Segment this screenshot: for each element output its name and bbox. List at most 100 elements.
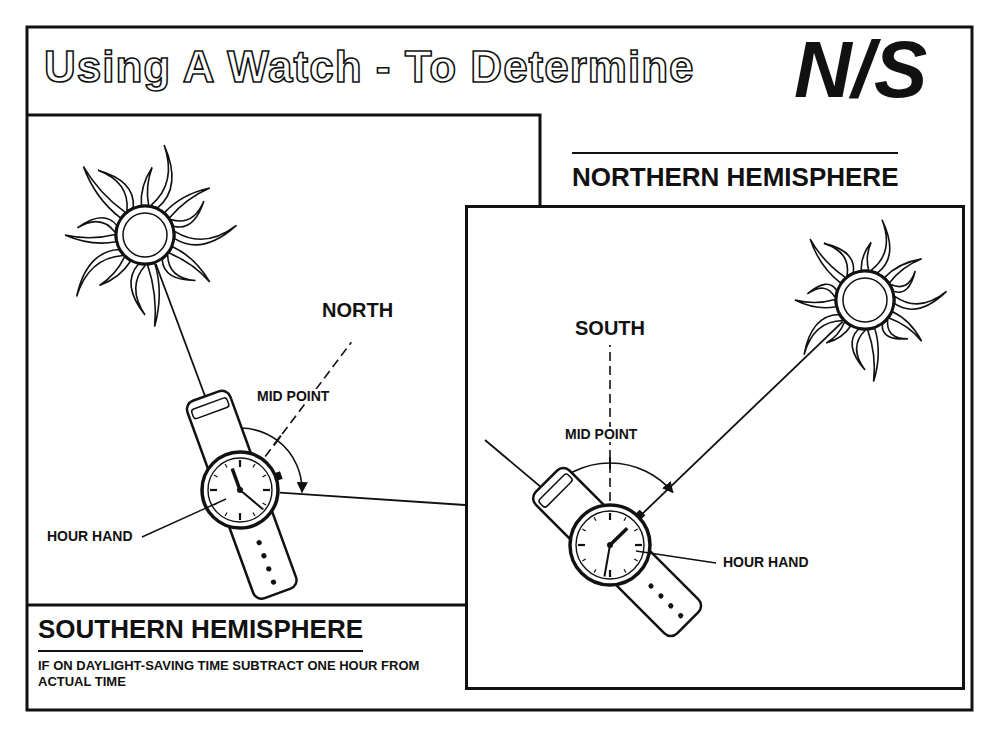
strap-hole bbox=[265, 566, 272, 573]
dial-tick bbox=[578, 544, 585, 546]
caption-box: SOUTHERN HEMISPHERE IF ON DAYLIGHT-SAVING… bbox=[38, 613, 458, 690]
watch-case bbox=[570, 505, 650, 585]
sun-flame bbox=[131, 264, 146, 315]
hemisphere-heading: SOUTHERN HEMISPHERE bbox=[38, 613, 363, 652]
minute-hand bbox=[240, 490, 263, 510]
dial-tick bbox=[582, 559, 585, 561]
sun-line bbox=[640, 322, 842, 516]
hand-pivot bbox=[607, 542, 613, 548]
dial-tick bbox=[582, 529, 585, 531]
hour-hand bbox=[232, 469, 240, 490]
midpoint-label: MID POINT bbox=[563, 427, 639, 442]
dial-tick bbox=[609, 570, 611, 577]
watch-dial bbox=[208, 458, 272, 522]
sun-flame bbox=[895, 291, 947, 309]
sun-flame bbox=[99, 257, 130, 286]
sun-flame bbox=[885, 259, 922, 283]
dial-tick bbox=[635, 544, 642, 546]
sun-flame bbox=[868, 328, 879, 381]
sun-flame bbox=[98, 170, 133, 211]
wrist-watch bbox=[184, 381, 319, 601]
dial-tick bbox=[634, 559, 637, 561]
strap-hole bbox=[647, 582, 654, 589]
dial-tick bbox=[239, 513, 241, 520]
sun-flame bbox=[871, 220, 890, 273]
sun-flame bbox=[77, 250, 123, 297]
dial-tick bbox=[594, 569, 596, 572]
strap-hole bbox=[677, 612, 684, 619]
sun-flame bbox=[882, 320, 908, 339]
dial-tick bbox=[214, 475, 217, 477]
sun bbox=[65, 145, 236, 326]
dial-tick bbox=[253, 513, 255, 516]
dial-tick bbox=[239, 460, 241, 467]
strap-hole bbox=[667, 602, 674, 609]
sun-flame bbox=[171, 201, 204, 227]
panel-ground bbox=[465, 205, 965, 690]
strap-hole bbox=[270, 579, 277, 586]
direction-label: SOUTH bbox=[573, 317, 647, 339]
sun-flame bbox=[807, 284, 836, 297]
sun-flame bbox=[162, 255, 195, 281]
dial-tick bbox=[634, 529, 637, 531]
hand-label: HOUR HAND bbox=[45, 529, 135, 544]
wrist-watch bbox=[529, 449, 720, 640]
hour-hand bbox=[610, 528, 627, 545]
midpoint-tick bbox=[609, 457, 611, 469]
dial-tick bbox=[624, 569, 626, 572]
sun-ring bbox=[123, 213, 167, 257]
dial-tick bbox=[263, 475, 266, 477]
dial-tick bbox=[253, 464, 255, 467]
dial-tick bbox=[225, 513, 227, 516]
watch-dial bbox=[576, 511, 644, 579]
sun-flame bbox=[175, 225, 237, 244]
direction-label: NORTH bbox=[320, 299, 395, 321]
minute-hand bbox=[604, 545, 610, 577]
title-divider bbox=[27, 115, 540, 205]
sun-flame bbox=[891, 271, 916, 292]
sun-flame bbox=[810, 239, 845, 283]
leader-line bbox=[142, 499, 226, 537]
outer-frame bbox=[27, 27, 972, 710]
hand-pivot bbox=[237, 487, 243, 493]
strap-buckle bbox=[538, 473, 573, 508]
sun-ring bbox=[843, 278, 887, 322]
sun-disc bbox=[836, 271, 894, 329]
twelve-line bbox=[280, 493, 465, 505]
big-letters: N/S bbox=[792, 26, 929, 114]
midpoint-label: MID POINT bbox=[255, 389, 331, 404]
strap-hole bbox=[657, 592, 664, 599]
dial-tick bbox=[210, 489, 217, 491]
midpoint-tick bbox=[274, 436, 281, 446]
sun-flame bbox=[151, 145, 172, 208]
leader-line bbox=[636, 551, 716, 563]
note-text: IF ON DAYLIGHT-SAVING TIME SUBTRACT ONE … bbox=[38, 658, 458, 691]
hemisphere-heading: NORTHERN HEMISPHERE bbox=[572, 152, 898, 194]
strap-buckle bbox=[191, 397, 230, 419]
dial-tick bbox=[263, 489, 270, 491]
northern-illustration bbox=[485, 220, 947, 640]
dial-tick bbox=[263, 503, 266, 505]
sun-flame bbox=[65, 234, 116, 243]
dial-tick bbox=[624, 517, 626, 520]
sun-flame bbox=[804, 315, 843, 355]
sun-disc bbox=[116, 206, 174, 264]
sun-flame bbox=[141, 167, 152, 205]
hand-label: HOUR HAND bbox=[721, 555, 811, 570]
dial-tick bbox=[609, 513, 611, 520]
sun-flame bbox=[824, 243, 854, 276]
sun bbox=[795, 220, 947, 382]
midpoint-line bbox=[609, 345, 611, 501]
sun-flame bbox=[148, 263, 160, 326]
dial-tick bbox=[594, 517, 596, 520]
panel-divider bbox=[27, 604, 465, 607]
watch-case bbox=[202, 452, 278, 528]
hemisphere-panel: NORTHERN HEMISPHERE bbox=[465, 205, 965, 690]
sun-flame bbox=[852, 329, 865, 370]
dial-tick bbox=[225, 464, 227, 467]
strap-hole bbox=[256, 539, 263, 546]
sun-flame bbox=[77, 218, 116, 233]
strap-hole bbox=[261, 552, 268, 559]
sun-flame bbox=[861, 242, 871, 270]
